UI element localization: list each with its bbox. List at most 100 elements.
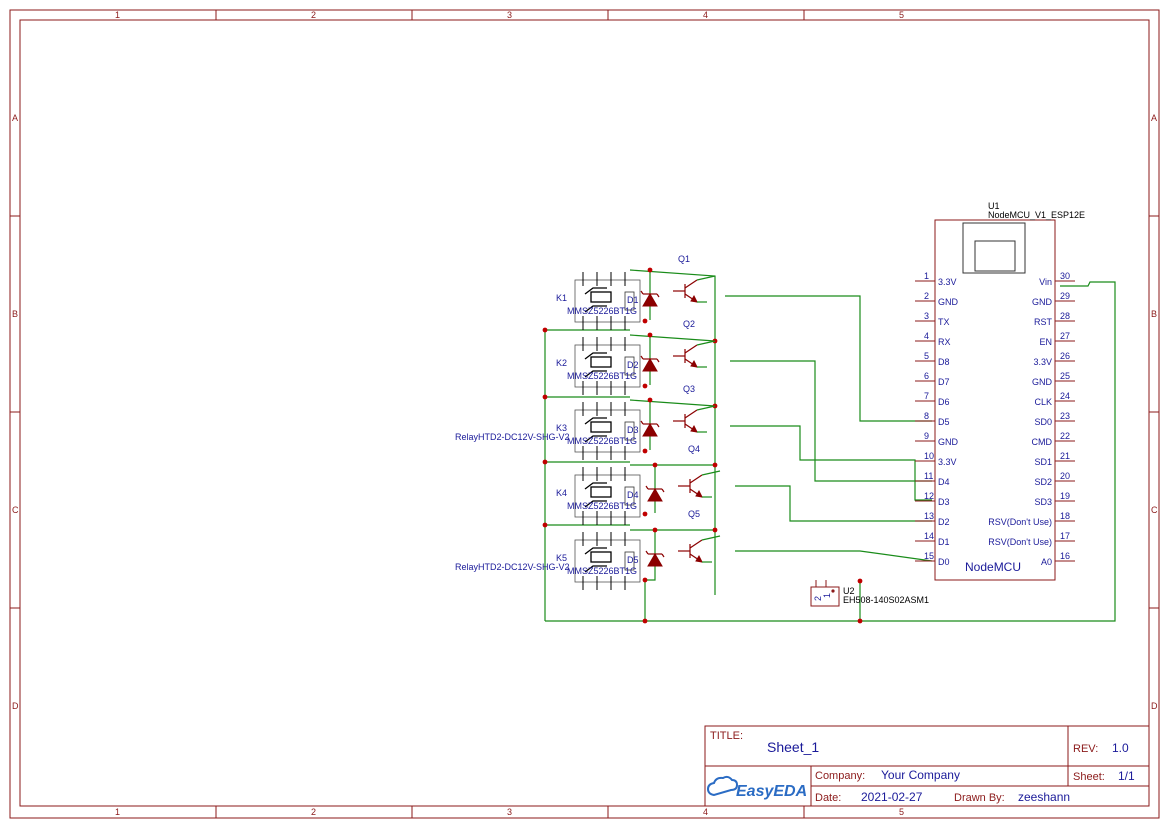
pin-number: 11: [924, 471, 933, 481]
relay-body: [574, 279, 641, 323]
pin-number: 29: [1060, 291, 1070, 301]
pin-number: 4: [924, 331, 929, 341]
pin-name: RX: [938, 337, 951, 347]
row-marker-left: C: [12, 505, 19, 515]
pin-number: 22: [1060, 431, 1070, 441]
mcu-part: NodeMCU_V1_ESP12E: [988, 210, 1085, 220]
mcu-pin-left: 8D5: [915, 411, 950, 427]
pin-name: GND: [1032, 297, 1053, 307]
column-marker-top: 5: [899, 10, 904, 20]
diode-designator: D3: [627, 425, 639, 435]
drawn-by-label: Drawn By:: [954, 792, 1005, 804]
diode-part: MMSZ5226BT1G: [567, 306, 637, 316]
power-connector: 2 1 U2 EH508-140S02ASM1: [810, 580, 929, 607]
mcu-pin-left: 7D6: [915, 391, 950, 407]
row-marker-right: A: [1151, 113, 1157, 123]
row-marker-left: B: [12, 309, 18, 319]
pin-number: 5: [924, 351, 929, 361]
row-marker-right: D: [1151, 701, 1158, 711]
mcu-pin-left: 3TX: [915, 311, 950, 327]
connector-pin-1: 1: [822, 593, 832, 598]
pin-number: 18: [1060, 511, 1070, 521]
row-marker-left: D: [12, 701, 19, 711]
pin-name: D6: [938, 397, 950, 407]
pin-number: 16: [1060, 551, 1070, 561]
row-marker-right: B: [1151, 309, 1157, 319]
column-marker-top: 2: [311, 10, 316, 20]
pin-name: GND: [938, 297, 959, 307]
pin-name: SD2: [1034, 477, 1052, 487]
pin-name: SD3: [1034, 497, 1052, 507]
row-marker-left: A: [12, 113, 18, 123]
sheet-value: 1/1: [1118, 769, 1135, 783]
mcu-body-label: NodeMCU: [965, 560, 1021, 574]
relay-coil: [590, 421, 612, 433]
pin-number: 30: [1060, 271, 1070, 281]
pin-number: 6: [924, 371, 929, 381]
pin-number: 9: [924, 431, 929, 441]
rev-value: 1.0: [1112, 741, 1129, 755]
mcu-antenna-outer: [962, 222, 1026, 274]
company-label: Company:: [815, 770, 865, 782]
row-marker-right: C: [1151, 505, 1158, 515]
pin-number: 27: [1060, 331, 1070, 341]
pin-number: 14: [924, 531, 934, 541]
mcu-body: [934, 219, 1056, 581]
pin-number: 10: [924, 451, 934, 461]
diode: [640, 420, 660, 437]
pin-number: 2: [924, 291, 929, 301]
column-marker-bottom: 5: [899, 807, 904, 817]
pin-name: EN: [1039, 337, 1052, 347]
title-label: TITLE:: [710, 730, 743, 742]
pin-number: 28: [1060, 311, 1070, 321]
relay-body: [574, 409, 641, 453]
drawn-by-value: zeeshann: [1018, 790, 1070, 804]
pin-number: 19: [1060, 491, 1070, 501]
column-marker-bottom: 4: [703, 807, 708, 817]
pin-name: 3.3V: [938, 277, 957, 287]
outer-frame: [9, 9, 1160, 819]
diode-part: MMSZ5226BT1G: [567, 501, 637, 511]
pin-name: D7: [938, 377, 950, 387]
relay-stages: K1MMSZ5226BT1GD1Q1K2MMSZ5226BT1GD2Q2K3MM…: [455, 254, 721, 590]
mcu-pin-left: 6D7: [915, 371, 950, 387]
wires: [544, 269, 1116, 622]
title-block: TITLE: Sheet_1 REV: 1.0 Company: Your Co…: [704, 725, 1150, 807]
mcu-pin-left: 13.3V: [915, 271, 957, 287]
pin-number: 17: [1060, 531, 1070, 541]
column-marker-top: 3: [507, 10, 512, 20]
pin-name: 3.3V: [1033, 357, 1052, 367]
connector-designator: U2: [843, 586, 855, 596]
diode-designator: D5: [627, 555, 639, 565]
relay-coil: [590, 486, 612, 498]
transistor: [678, 470, 721, 498]
pin-name: SD1: [1034, 457, 1052, 467]
diode: [645, 550, 665, 567]
mcu-designator: U1: [988, 201, 1000, 211]
pin-number: 12: [924, 491, 934, 501]
relay-coil: [590, 291, 612, 303]
pin-name: D3: [938, 497, 950, 507]
connector-body: [810, 586, 840, 607]
diode-designator: D1: [627, 295, 639, 305]
mcu-right-pins: 30Vin29GND28RST27EN263.3V25GND24CLK23SD0…: [988, 271, 1075, 567]
pin-name: D2: [938, 517, 950, 527]
relay-body: [574, 474, 641, 518]
pin-name: GND: [938, 437, 959, 447]
mcu-left-pins: 13.3V2GND3TX4RX5D86D77D68D59GND103.3V11D…: [915, 271, 959, 567]
pin-name: Vin: [1039, 277, 1052, 287]
transistor-designator: Q2: [683, 319, 695, 329]
relay-coil: [590, 356, 612, 368]
